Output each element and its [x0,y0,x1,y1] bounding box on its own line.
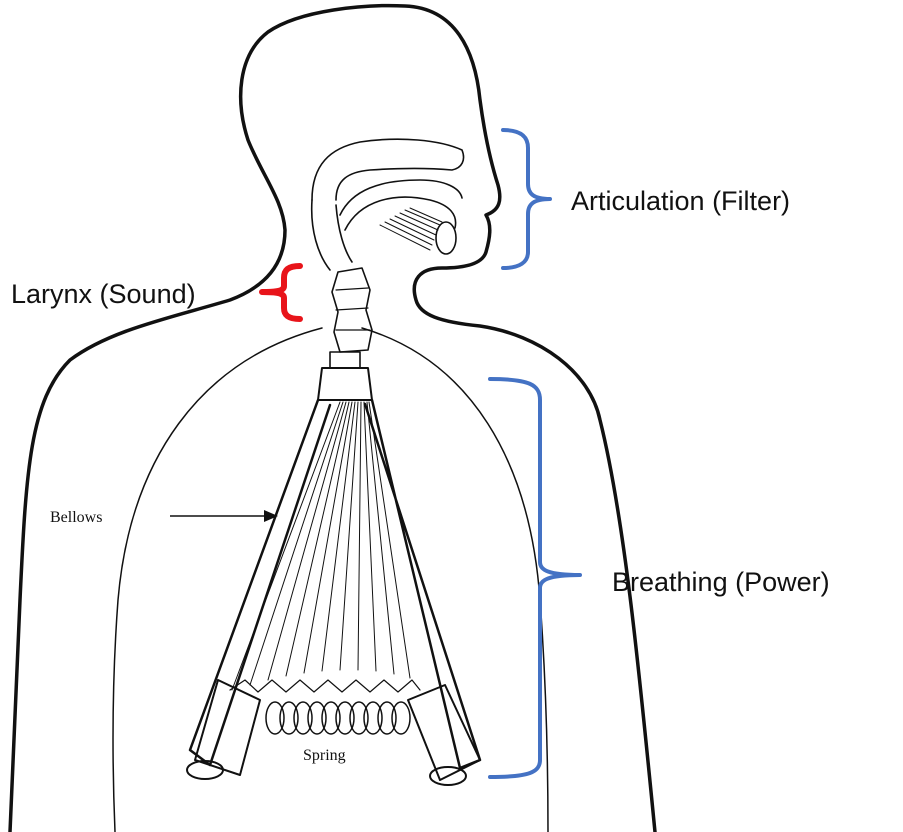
bellows-zigzag [230,680,420,692]
breathing-bracket [490,379,580,777]
spring-coils [266,702,410,734]
pharynx [312,200,352,270]
spring-label: Spring [303,747,346,764]
nasal-cavity [312,139,464,200]
torso-left-line [113,328,322,832]
bellows-label: Bellows [50,509,102,526]
oral-lines [380,208,442,250]
larynx-label: Larynx (Sound) [11,279,196,309]
body-outline [10,6,655,832]
torso-right-line [362,328,548,832]
lips [436,222,456,254]
trachea [330,268,372,368]
breathing-label: Breathing (Power) [612,567,830,597]
bellows-fitting [318,368,372,400]
articulation-label: Articulation (Filter) [571,186,790,216]
articulation-bracket [503,130,550,268]
